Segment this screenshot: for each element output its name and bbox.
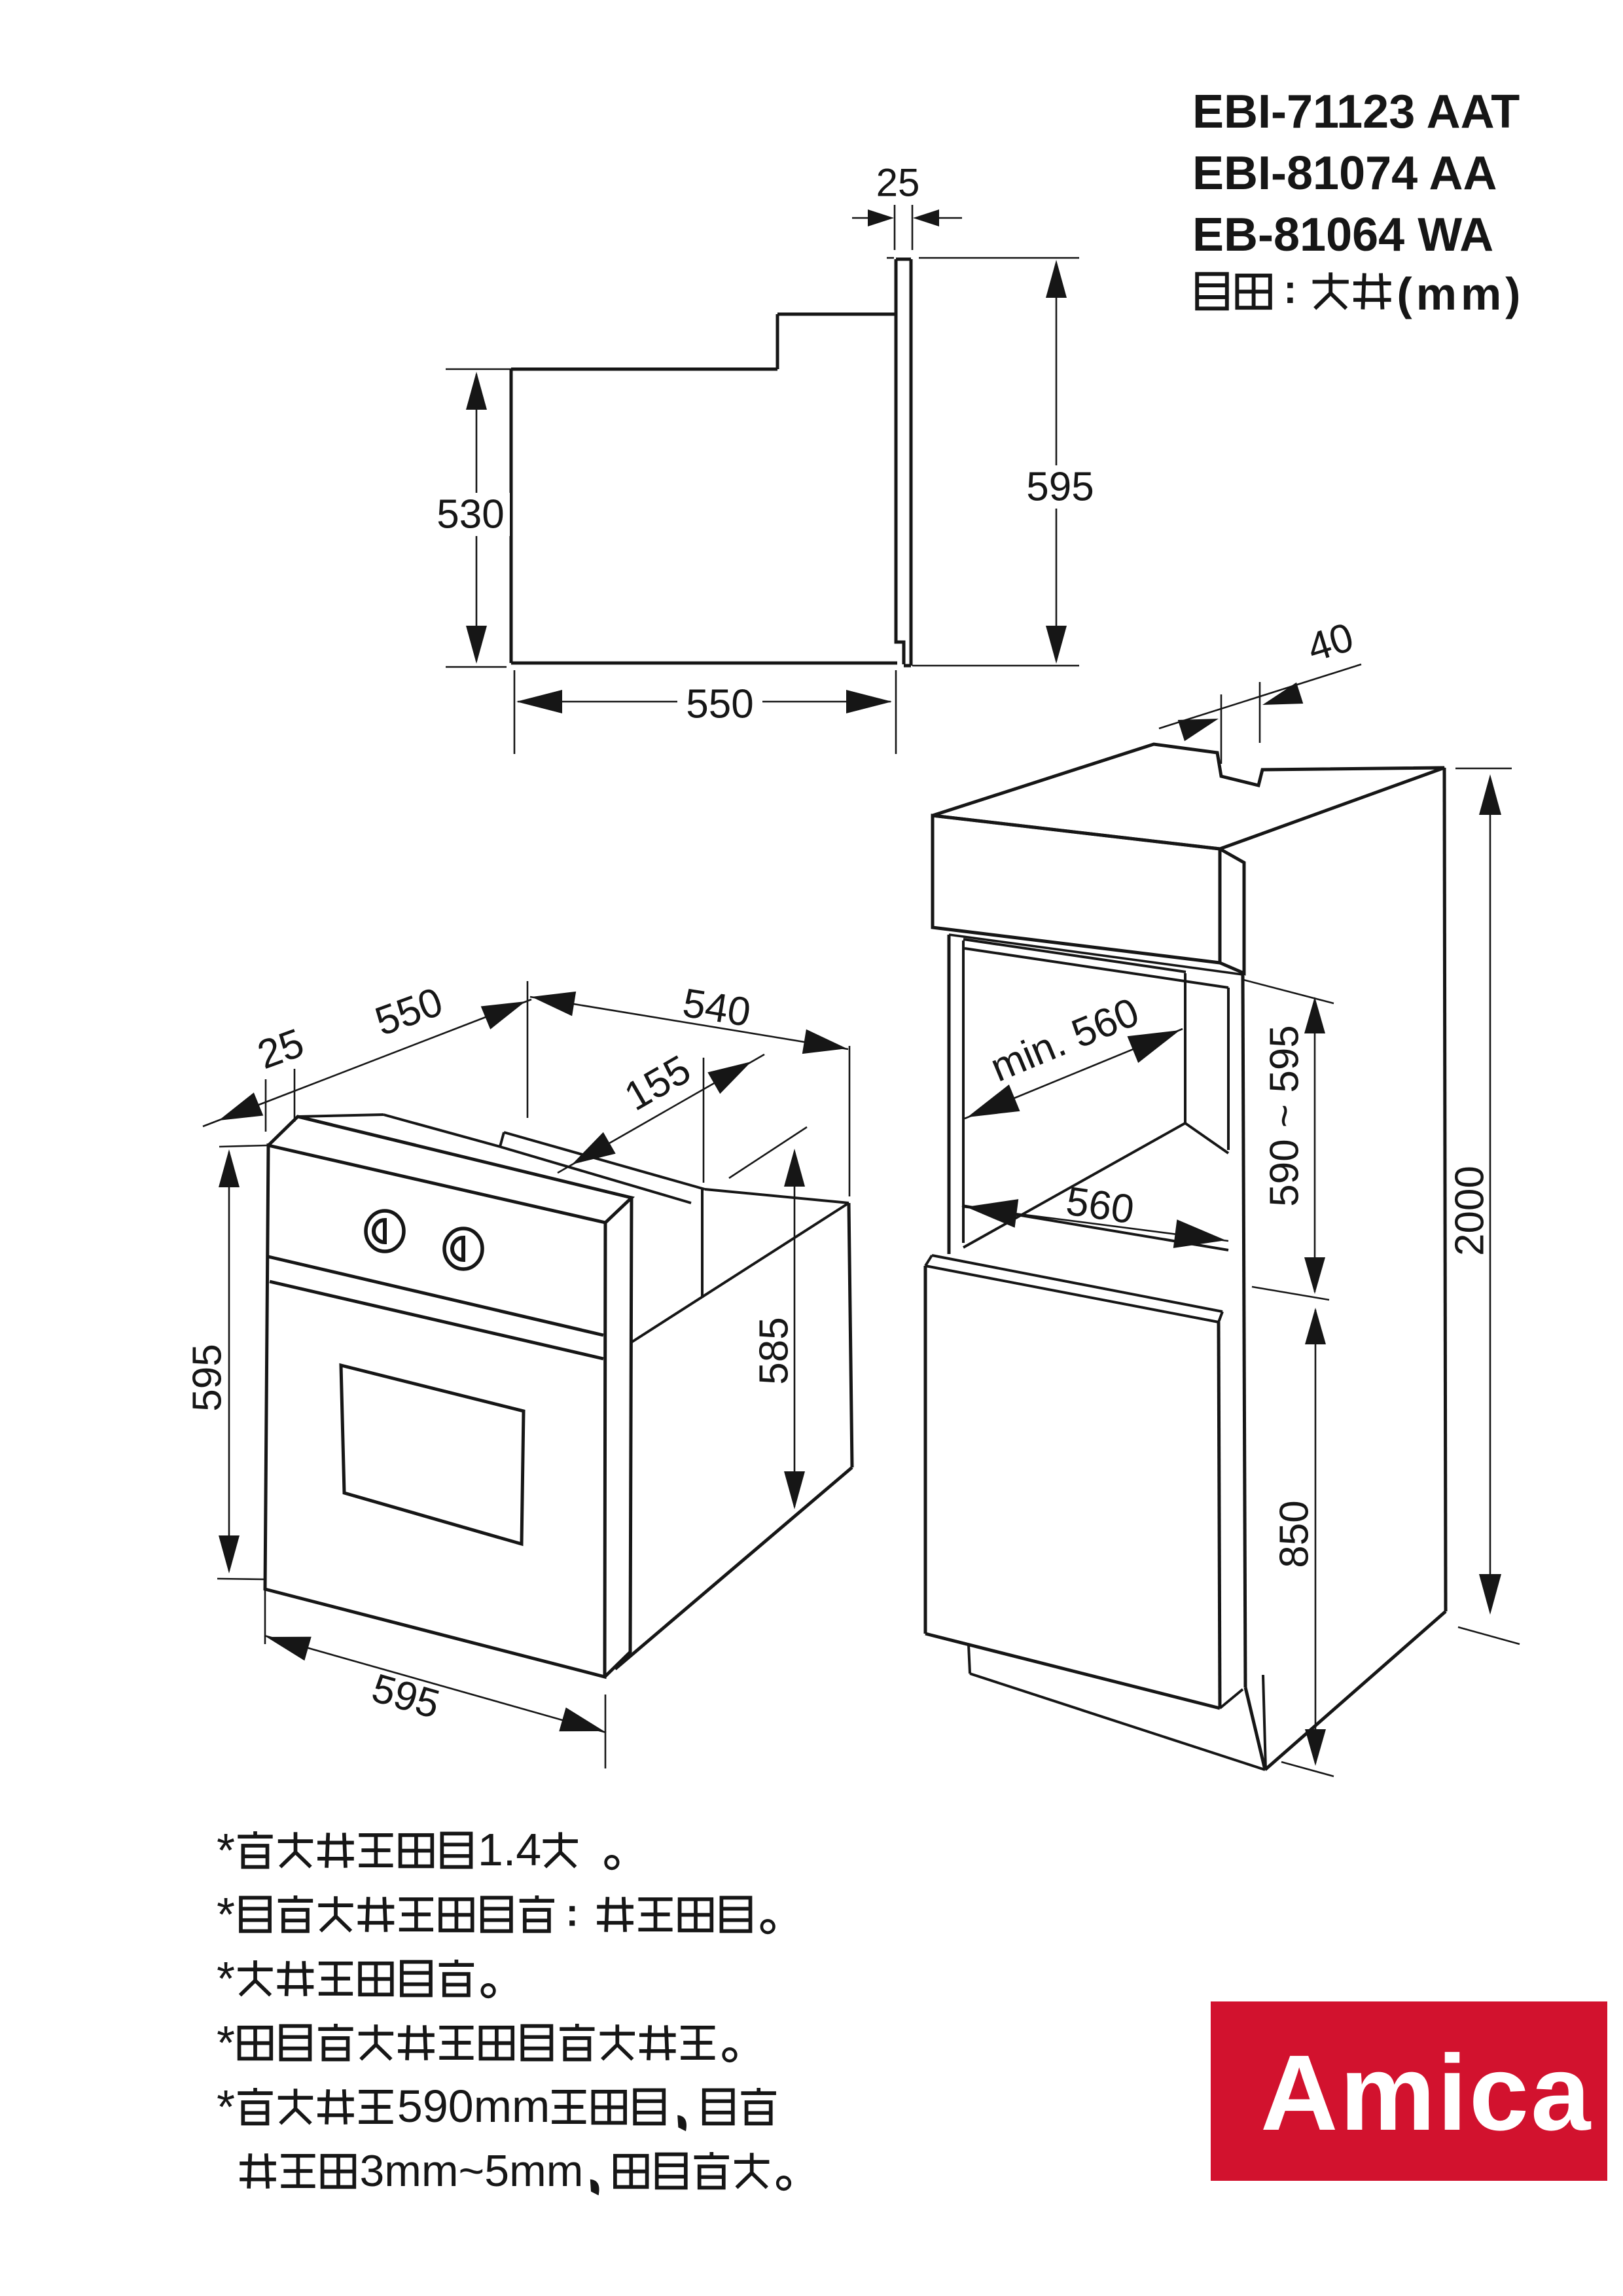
svg-text:40: 40 <box>1302 615 1359 671</box>
svg-text:560: 560 <box>1063 1179 1137 1233</box>
svg-text:590 ~ 595: 590 ~ 595 <box>1262 1025 1308 1207</box>
svg-text:*: * <box>217 1889 235 1941</box>
svg-text:595: 595 <box>367 1666 444 1728</box>
svg-text:590mm: 590mm <box>397 2081 550 2132</box>
svg-text:Amica: Amica <box>1260 2033 1592 2153</box>
svg-text:*: * <box>217 1953 235 2005</box>
svg-text:595: 595 <box>1026 465 1094 510</box>
svg-text:(mm): (mm) <box>1397 268 1524 319</box>
svg-text:550: 550 <box>370 979 449 1045</box>
svg-text:min. 560: min. 560 <box>984 990 1145 1091</box>
svg-text:*: * <box>217 2017 235 2070</box>
svg-text:850: 850 <box>1272 1500 1317 1568</box>
svg-text:3mm~5mm: 3mm~5mm <box>359 2146 583 2196</box>
svg-text:25: 25 <box>876 161 920 205</box>
svg-text:585: 585 <box>752 1317 797 1384</box>
svg-text:595: 595 <box>185 1344 230 1411</box>
svg-text:25: 25 <box>252 1020 310 1078</box>
svg-text:2000: 2000 <box>1448 1166 1493 1256</box>
svg-text:550: 550 <box>686 682 753 727</box>
svg-text:EBI-71123 AAT: EBI-71123 AAT <box>1192 86 1520 138</box>
svg-text:155: 155 <box>617 1047 698 1119</box>
svg-text:*: * <box>217 1825 235 1877</box>
svg-text:EBI-81074 AA: EBI-81074 AA <box>1192 147 1497 200</box>
svg-text:540: 540 <box>680 980 754 1035</box>
svg-text:*: * <box>217 2081 235 2134</box>
svg-text:EB-81064 WA: EB-81064 WA <box>1192 209 1493 261</box>
svg-text:530: 530 <box>437 492 504 537</box>
svg-text:1.4: 1.4 <box>478 1824 541 1875</box>
